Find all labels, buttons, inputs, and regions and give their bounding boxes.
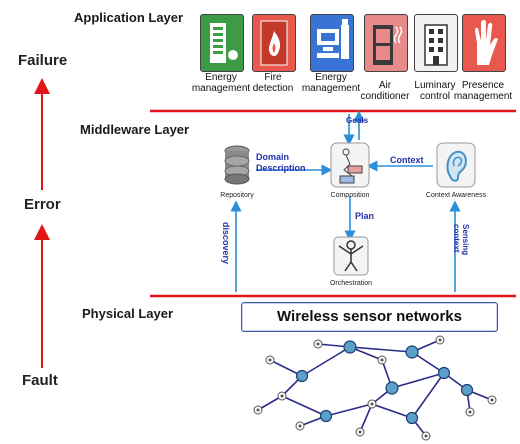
failure-label: Failure: [18, 52, 68, 69]
building-icon: [200, 14, 244, 72]
description-label: Description: [256, 163, 306, 173]
middleware-layer-title: Middleware Layer: [80, 122, 190, 137]
context-label: Context: [390, 155, 424, 165]
hand-icon: [462, 14, 506, 72]
building-icon: [414, 14, 458, 72]
orchestration-label: Orchestration: [329, 280, 373, 287]
database-icon: [224, 145, 250, 185]
composition-icon: [330, 142, 370, 188]
error-label: Error: [24, 196, 61, 213]
plan-label: Plan: [355, 211, 375, 221]
fault-label: Fault: [22, 372, 58, 389]
goals-label: Goals: [346, 116, 369, 125]
conductor-icon: [333, 236, 369, 276]
physical-layer-title: Physical Layer: [82, 306, 174, 321]
fire-icon: [252, 14, 296, 72]
repository-label: Repository: [220, 192, 254, 199]
network-hubs: [295, 340, 474, 425]
context-awareness-label: Context Awareness: [425, 192, 487, 199]
domain-label: Domain: [256, 152, 290, 162]
ear-icon: [436, 142, 476, 188]
composition-label: Composition: [330, 192, 370, 199]
wireless-sensor-networks-box: Wireless sensor networks: [241, 302, 498, 332]
air-conditioner-icon: [364, 14, 408, 72]
network-sensor-cores: [256, 338, 494, 438]
application-layer-title: Application Layer: [74, 10, 184, 25]
computer-icon: [310, 14, 354, 72]
network-links: [257, 339, 493, 437]
